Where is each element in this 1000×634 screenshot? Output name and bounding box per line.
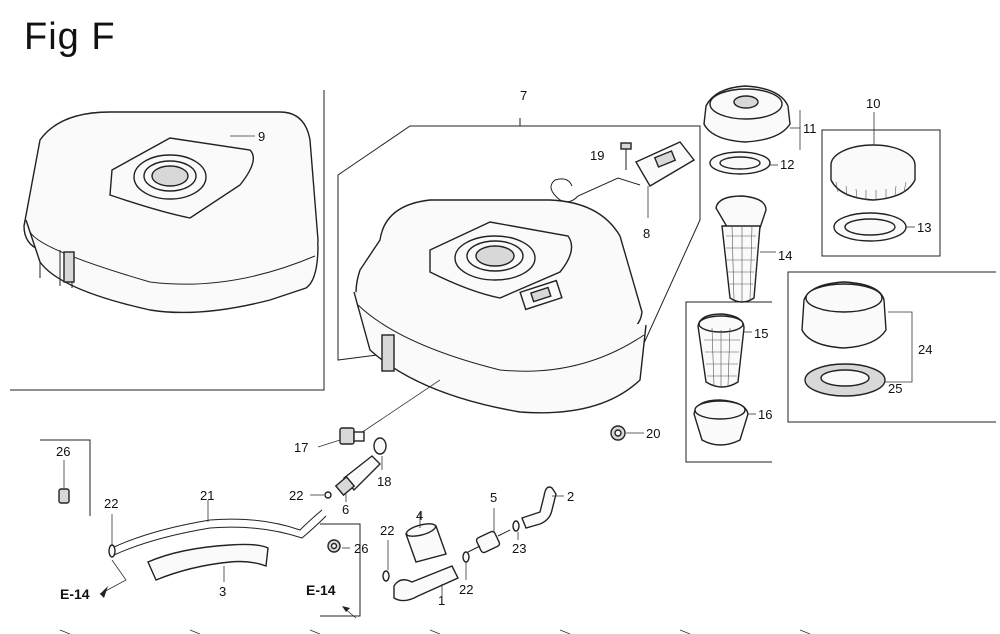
nut-26-left-box bbox=[40, 439, 91, 516]
callout-26-left: 26 bbox=[56, 444, 70, 459]
callout-8: 8 bbox=[643, 226, 650, 241]
strainer-14 bbox=[715, 195, 776, 303]
callout-16: 16 bbox=[758, 407, 772, 422]
clip-22-filter bbox=[462, 551, 470, 580]
fuel-filter-5 bbox=[467, 508, 511, 554]
cap-box-10-13 bbox=[821, 112, 941, 257]
fuel-valve-6 bbox=[334, 455, 381, 502]
callout-12: 12 bbox=[780, 157, 794, 172]
callout-1: 1 bbox=[438, 593, 445, 608]
clip-22-center bbox=[382, 540, 390, 582]
reference-e14-left bbox=[99, 559, 127, 598]
reference-e14-center-label: E-14 bbox=[306, 582, 336, 598]
strainer-box-15-16 bbox=[685, 301, 772, 463]
reference-e14-left-label: E-14 bbox=[60, 586, 90, 602]
fuel-filler-cap-11 bbox=[703, 85, 800, 143]
nut-26-center bbox=[327, 539, 350, 553]
callout-7: 7 bbox=[520, 88, 527, 103]
callout-9: 9 bbox=[258, 129, 265, 144]
hose-4 bbox=[405, 512, 447, 563]
callout-20: 20 bbox=[646, 426, 660, 441]
callout-5: 5 bbox=[490, 490, 497, 505]
fuel-gauge-8 bbox=[550, 141, 696, 218]
callout-23: 23 bbox=[512, 541, 526, 556]
nut-20 bbox=[610, 425, 644, 441]
page-border-ticks bbox=[59, 629, 811, 634]
callout-22-center: 22 bbox=[380, 523, 394, 538]
callout-21: 21 bbox=[200, 488, 214, 503]
callout-14: 14 bbox=[778, 248, 792, 263]
clip-22-valve bbox=[310, 491, 332, 499]
tube-1 bbox=[393, 565, 459, 602]
fuel-tube-21 bbox=[111, 500, 327, 557]
fuel-tank-assembly-7 bbox=[337, 118, 701, 438]
callout-24: 24 bbox=[918, 342, 932, 357]
gasket-12 bbox=[709, 151, 778, 175]
washer-18 bbox=[373, 437, 387, 470]
fuel-tank-9 bbox=[10, 90, 325, 391]
screw-19 bbox=[620, 142, 632, 170]
callout-15: 15 bbox=[754, 326, 768, 341]
callout-3: 3 bbox=[219, 584, 226, 599]
callout-4: 4 bbox=[416, 508, 423, 523]
callout-22-left: 22 bbox=[104, 496, 118, 511]
cap-box-24-25 bbox=[787, 271, 996, 423]
callout-26-center: 26 bbox=[354, 541, 368, 556]
callout-17: 17 bbox=[294, 440, 308, 455]
bolt-17 bbox=[317, 427, 365, 448]
clip-22-left bbox=[108, 514, 116, 558]
callout-6: 6 bbox=[342, 502, 349, 517]
callout-2: 2 bbox=[567, 489, 574, 504]
reference-e14-center bbox=[320, 523, 361, 619]
clip-23 bbox=[512, 520, 520, 540]
callout-22-valve: 22 bbox=[289, 488, 303, 503]
hose-3 bbox=[147, 543, 269, 582]
callout-10: 10 bbox=[866, 96, 880, 111]
callout-13: 13 bbox=[917, 220, 931, 235]
callout-22-filter: 22 bbox=[459, 582, 473, 597]
tube-2 bbox=[521, 486, 564, 529]
callout-19: 19 bbox=[590, 148, 604, 163]
figure-title: Fig F bbox=[24, 16, 116, 58]
callout-11: 11 bbox=[803, 121, 817, 136]
callout-18: 18 bbox=[377, 474, 391, 489]
callout-25: 25 bbox=[888, 381, 902, 396]
